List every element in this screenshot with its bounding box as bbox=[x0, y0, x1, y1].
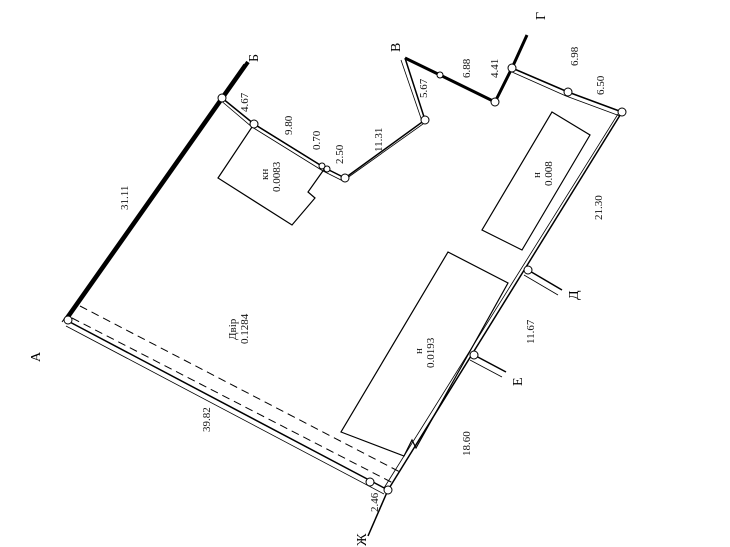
building-n-small bbox=[481, 111, 591, 251]
length-441: 4.41 bbox=[489, 59, 501, 78]
length-1167: 11.67 bbox=[525, 319, 537, 344]
length-a-b: 31.11 bbox=[119, 186, 131, 210]
dashed-strip bbox=[71, 305, 401, 484]
point-label-g: Г bbox=[534, 12, 549, 20]
area-n2-value: 0.0193 bbox=[425, 337, 437, 368]
vertex-markers bbox=[63, 63, 627, 495]
length-567: 5.67 bbox=[418, 78, 430, 98]
point-label-v: В bbox=[389, 43, 404, 52]
length-246: 2.46 bbox=[369, 492, 381, 512]
area-yard-name: Двір bbox=[227, 318, 239, 340]
length-650: 6.50 bbox=[595, 75, 607, 95]
point-labels: А Б В Г Д Е Ж bbox=[29, 12, 582, 546]
length-070: 0.70 bbox=[311, 130, 323, 150]
length-980: 9.80 bbox=[283, 115, 295, 135]
segment-lengths: 31.11 4.67 9.80 0.70 2.50 11.31 5.67 6.8… bbox=[119, 46, 607, 512]
area-labels: Двір 0.1284 кн 0.0083 н 0.008 н 0.0193 bbox=[227, 161, 555, 368]
length-688: 6.88 bbox=[461, 58, 473, 78]
area-kn-value: 0.0083 bbox=[271, 161, 283, 192]
area-kn-name: кн bbox=[259, 169, 271, 180]
length-467: 4.67 bbox=[239, 92, 251, 112]
length-698: 6.98 bbox=[569, 46, 581, 66]
length-2130: 21.30 bbox=[593, 195, 605, 220]
point-label-d: Д bbox=[567, 290, 582, 300]
area-n2-name: н bbox=[413, 348, 425, 354]
area-n1-value: 0.008 bbox=[543, 161, 555, 186]
length-250: 2.50 bbox=[334, 144, 346, 164]
point-label-e: Е bbox=[511, 377, 526, 386]
point-label-b: Б bbox=[247, 54, 262, 62]
boundary-lines bbox=[61, 34, 623, 537]
length-3982: 39.82 bbox=[201, 407, 213, 432]
area-n1-name: н bbox=[531, 172, 543, 178]
building-n-large bbox=[340, 251, 509, 457]
point-label-zh: Ж bbox=[355, 533, 370, 546]
length-1860: 18.60 bbox=[461, 431, 473, 456]
length-1131: 11.31 bbox=[373, 128, 385, 152]
area-yard-value: 0.1284 bbox=[239, 313, 251, 344]
point-label-a: А bbox=[29, 351, 44, 362]
